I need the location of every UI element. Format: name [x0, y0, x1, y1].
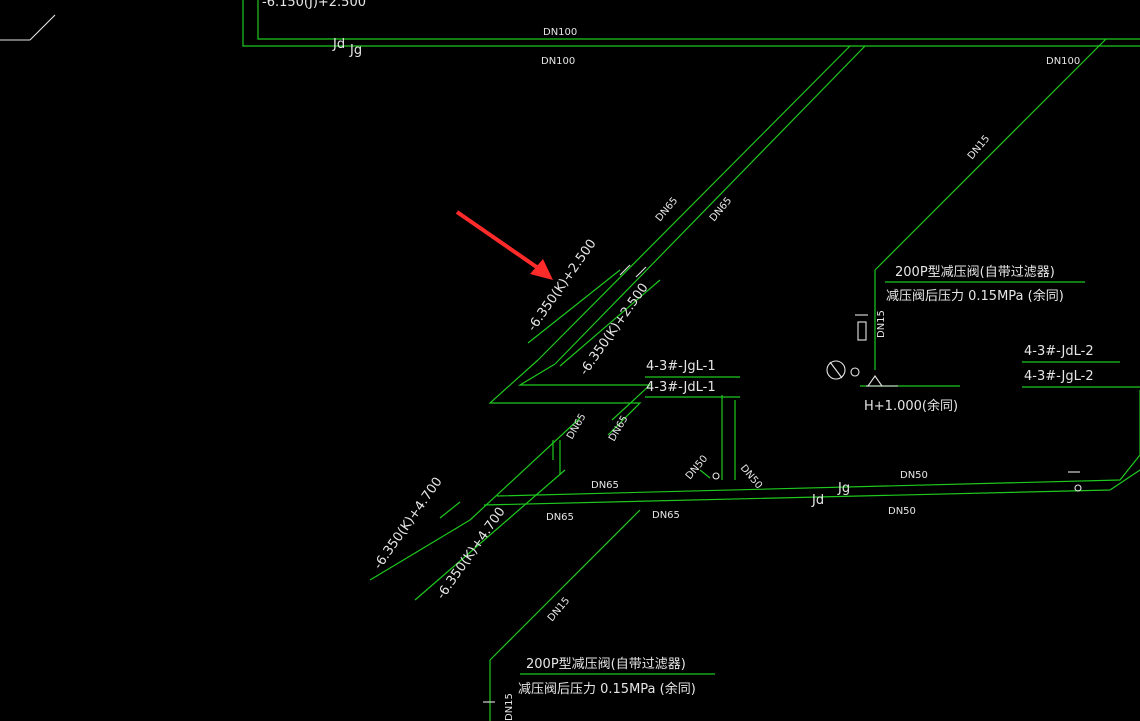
dn15-bottom-vertical: DN15 — [504, 693, 515, 721]
jgl2-label: 4-3#-JgL-2 — [1024, 369, 1094, 384]
lower-diagonals — [369, 417, 581, 601]
jdl1-label: 4-3#-JdL-1 — [646, 380, 716, 395]
dn15-upper-label: DN15 — [966, 133, 992, 161]
dn65-label-e: DN65 — [591, 480, 619, 491]
valve-bottom-title: 200P型减压阀(自带过滤器) — [526, 657, 686, 672]
valve-bottom-pressure: 减压阀后压力 0.15MPa (余同) — [518, 681, 696, 697]
level-triangle-symbol — [866, 375, 898, 387]
h-level-label: H+1.000(余同) — [864, 398, 958, 414]
dn100-label-b: DN100 — [541, 56, 575, 67]
horizontal-mains — [483, 390, 1140, 506]
jgl1-label: 4-3#-JgL-1 — [646, 359, 716, 374]
dn65-label-b: DN65 — [708, 195, 734, 223]
dn65-label-f: DN65 — [546, 512, 574, 523]
elevation-k-label-1: -6.350(K)+2.500 — [525, 237, 600, 335]
dn50-label-b: DN50 — [738, 463, 764, 491]
dn65-label-d: DN65 — [607, 414, 630, 444]
diagonal-risers — [488, 38, 1107, 436]
dn50-label-c: DN50 — [900, 470, 928, 481]
jdl2-label: 4-3#-JdL-2 — [1024, 344, 1094, 359]
valve-symbol — [483, 264, 1082, 703]
dn50-label-d: DN50 — [888, 506, 916, 517]
top-elevation-label: -6.150(J)+2.500 — [262, 0, 366, 10]
jg-mid-label: Jg — [837, 481, 850, 496]
dn100-label-a: DN100 — [543, 27, 577, 38]
jd-mid-label: Jd — [811, 493, 824, 508]
dn65-label-c: DN65 — [565, 412, 588, 442]
jg-top-label: Jg — [349, 43, 362, 58]
jd-top-label: Jd — [332, 37, 345, 52]
top-main-pipes — [0, 0, 1140, 47]
dn50-label-a: DN50 — [684, 453, 710, 481]
valve-right-title: 200P型减压阀(自带过滤器) — [895, 265, 1055, 280]
dn100-label-c: DN100 — [1046, 56, 1080, 67]
bottom-branch — [489, 509, 715, 721]
gauge-symbol — [826, 360, 846, 380]
dn65-label-a: DN65 — [654, 195, 680, 223]
dn15-right-vertical: DN15 — [876, 310, 887, 338]
valve-right-pressure: 减压阀后压力 0.15MPa (余同) — [886, 288, 1064, 304]
red-pointer-arrow — [455, 210, 553, 280]
dn65-label-g: DN65 — [652, 510, 680, 521]
